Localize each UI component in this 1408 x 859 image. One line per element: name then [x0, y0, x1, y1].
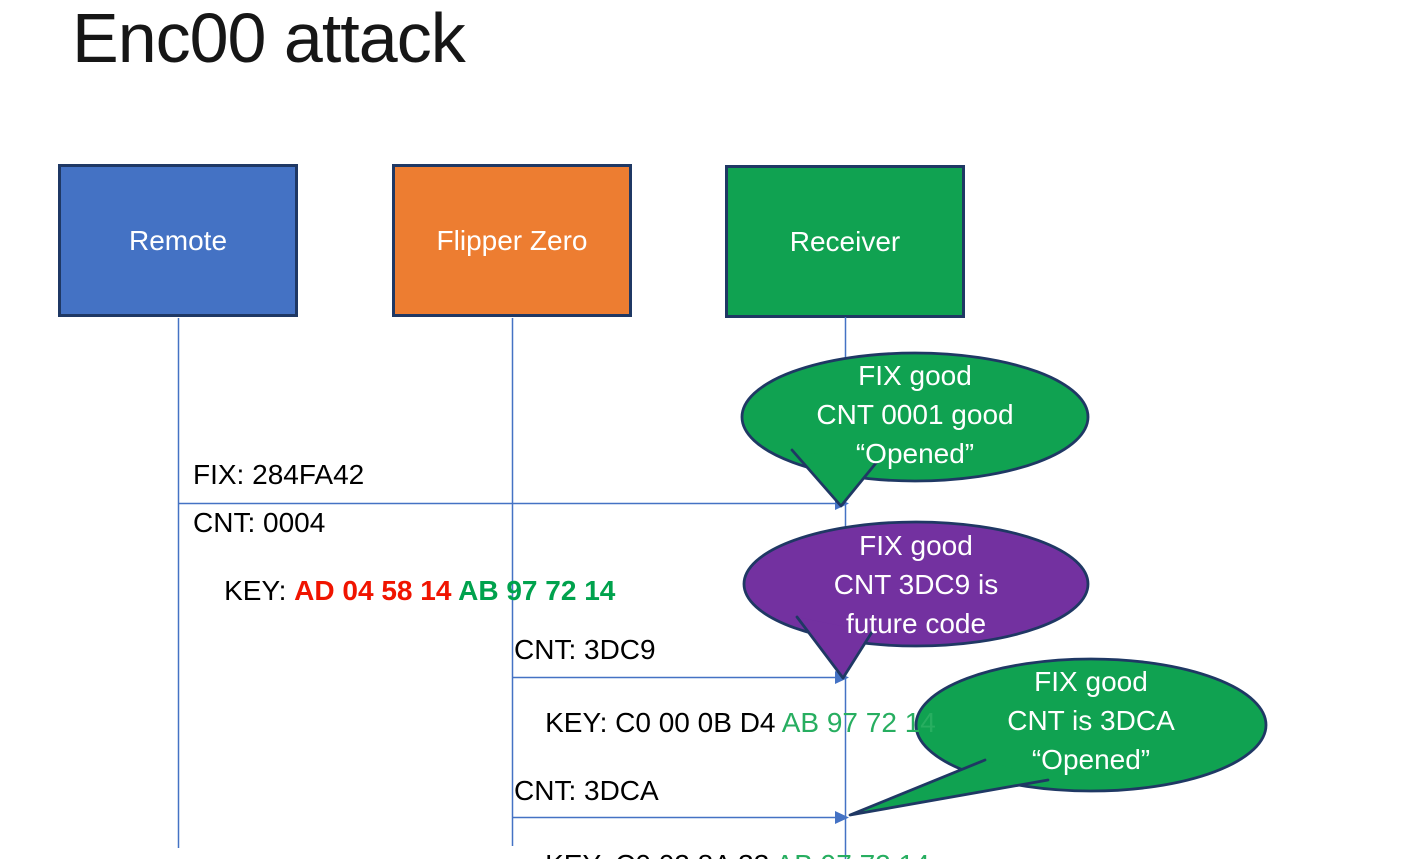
message-3-key-fixed-bytes: AB 97 72 14	[776, 849, 930, 859]
message-3-cnt-text: CNT: 3DCA	[514, 775, 659, 806]
callout-3-line-3: “Opened”	[1031, 744, 1151, 775]
message-2-cnt-text: CNT: 3DC9	[514, 634, 656, 665]
message-3-key-text: KEY: C0 02 8A 33 AB 97 72 14	[514, 820, 930, 859]
callout-tail-2	[797, 617, 872, 678]
callout-1-line-3: “Opened”	[855, 438, 975, 469]
callout-bubble-2	[742, 520, 1090, 648]
message-1-cnt-text: CNT: 0004	[193, 507, 326, 538]
callout-tail-3	[850, 760, 1048, 815]
message-1-key-fixed-bytes: AB 97 72 14	[458, 575, 616, 606]
callout-1-line-2: CNT 0001 good	[816, 399, 1014, 430]
callout-3-line-2: CNT is 3DCA	[1007, 705, 1175, 736]
callout-1-line-1: FIX good	[858, 360, 972, 391]
message-arrowhead-3	[835, 811, 849, 824]
actor-box-flipper-zero: Flipper Zero	[392, 164, 632, 317]
message-1-key-changing-bytes: AD 04 58 14	[294, 575, 459, 606]
callout-tail-edge-1	[790, 448, 878, 508]
slide-title: Enc00 attack	[72, 0, 466, 77]
message-1-fix-text: FIX: 284FA42	[193, 459, 365, 490]
callout-bubble-3	[914, 657, 1268, 793]
callout-bubble-1	[740, 351, 1090, 483]
message-3-key-prefix: KEY: C0 02 8A 33	[545, 849, 775, 859]
message-1-key-text: KEY: AD 04 58 14 AB 97 72 14	[193, 546, 615, 636]
message-2-key-text: KEY: C0 00 0B D4 AB 97 72 14	[514, 678, 936, 768]
message-1-key-prefix: KEY:	[224, 575, 295, 606]
callout-tail-edge-2	[795, 615, 874, 680]
message-2-key-fixed-bytes: AB 97 72 14	[781, 707, 936, 738]
callout-3-line-1: FIX good	[1034, 666, 1148, 697]
actor-label-remote: Remote	[128, 224, 228, 256]
callout-tail-1	[792, 450, 876, 506]
actor-label-flipper-zero: Flipper Zero	[436, 224, 588, 256]
actor-label-receiver: Receiver	[789, 225, 901, 257]
callout-2-text: FIX good CNT 3DC9 is future code	[746, 526, 1086, 643]
callout-tail-edge-3	[848, 758, 1050, 817]
callout-3-text: FIX good CNT is 3DCA “Opened”	[921, 662, 1261, 779]
callout-2-line-1: FIX good	[859, 530, 973, 561]
actor-box-remote: Remote	[58, 164, 298, 317]
message-2-key-prefix: KEY: C0 00 0B D4	[545, 707, 782, 738]
callout-1-text: FIX good CNT 0001 good “Opened”	[745, 356, 1085, 473]
callout-2-line-3: future code	[845, 608, 987, 639]
callout-2-line-2: CNT 3DC9 is	[833, 569, 999, 600]
actor-box-receiver: Receiver	[725, 165, 965, 318]
